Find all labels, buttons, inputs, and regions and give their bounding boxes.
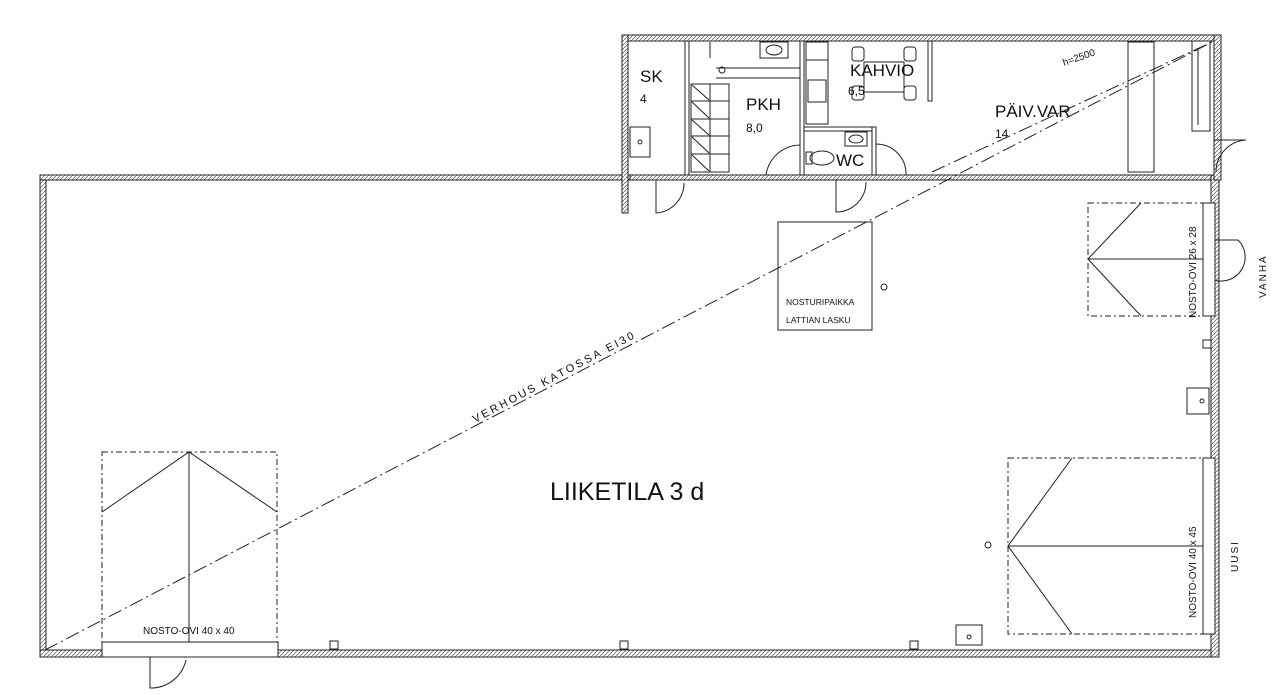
side-label-vanha: VANHA (1258, 254, 1269, 298)
room-paivvar-area: 14 (995, 127, 1009, 141)
room-main-name: LIIKETILA 3 d (550, 478, 704, 506)
ceiling-boundary-line (44, 41, 1213, 651)
door-right-upper-label: NOSTO-OVI 26 x 28 (1188, 226, 1199, 318)
side-labels: VANHA UUSI (1230, 254, 1269, 572)
room-labels: SK 4 PKH 8,0 KAHVIO 6,5 PÄIV.VAR 14 WC L… (550, 61, 1071, 506)
crane-label-1: NOSTURIPAIKKA (786, 297, 855, 307)
door-right-lower-label: NOSTO-OVI 40 x 45 (1188, 526, 1199, 618)
interior-walls (684, 40, 933, 176)
lift-door-zones (101, 202, 1216, 658)
crane-zone-box (777, 221, 873, 331)
room-pkh-name: PKH (746, 95, 781, 114)
room-sk-name: SK (640, 67, 663, 86)
outer-walls (39, 34, 1222, 658)
height-label: h=2500 (1061, 47, 1097, 68)
room-kahvio-area: 6,5 (848, 84, 865, 98)
door-labels: NOSTO-OVI 40 x 40 NOSTO-OVI 26 x 28 NOST… (143, 226, 1199, 637)
room-pkh-area: 8,0 (746, 121, 763, 135)
crane-label-2: LATTIAN LASKU (786, 315, 851, 325)
door-bottom-label: NOSTO-OVI 40 x 40 (143, 626, 235, 637)
room-paivvar-name: PÄIV.VAR (995, 102, 1071, 121)
side-label-uusi: UUSI (1230, 540, 1241, 572)
room-kahvio-name: KAHVIO (850, 61, 914, 80)
fixtures (329, 40, 1212, 650)
room-sk-area: 4 (640, 92, 647, 106)
room-wc-name: WC (836, 151, 864, 170)
door-swings (149, 139, 1247, 689)
ceiling-label: VERHOUS KATOSSA EI30 (471, 329, 639, 426)
light-symbols (718, 66, 992, 549)
